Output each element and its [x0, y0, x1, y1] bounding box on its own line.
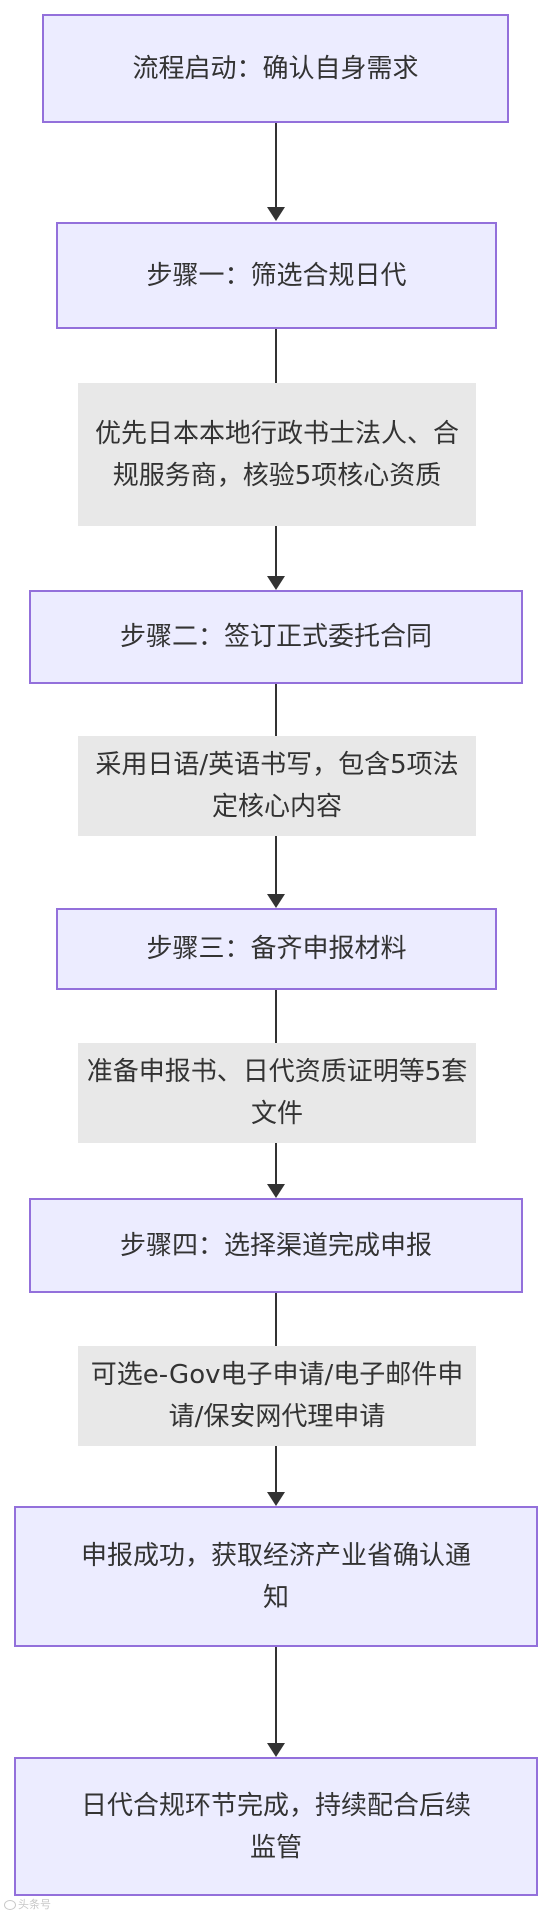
edge-label-materials: 准备申报书、日代资质证明等5套文件	[78, 1043, 476, 1143]
arrowhead-icon	[267, 894, 285, 908]
edge-success-end	[275, 1647, 277, 1747]
node-text: 步骤一：筛选合规日代	[146, 260, 407, 291]
node-text: 流程启动：确认自身需求	[132, 53, 419, 84]
arrowhead-icon	[267, 1492, 285, 1506]
flow-node-step4: 步骤四：选择渠道完成申报	[29, 1198, 523, 1293]
edge-label-text: 采用日语/英语书写，包含5项法定核心内容	[95, 750, 459, 822]
node-text: 步骤三：备齐申报材料	[146, 934, 407, 964]
edge-start-step1	[275, 123, 277, 209]
arrowhead-icon	[267, 1184, 285, 1198]
node-text: 步骤四：选择渠道完成申报	[119, 1230, 432, 1261]
edge-label-contract: 采用日语/英语书写，包含5项法定核心内容	[78, 736, 476, 836]
flow-node-success: 申报成功，获取经济产业省确认通知	[14, 1506, 538, 1647]
flow-node-step1: 步骤一：筛选合规日代	[56, 222, 497, 329]
edge-label-channels: 可选e-Gov电子申请/电子邮件申请/保安网代理申请	[78, 1346, 476, 1446]
edge-label-text: 优先日本本地行政书士法人、合规服务商，核验5项核心资质	[94, 418, 459, 491]
node-text: 日代合规环节完成，持续配合后续监管	[80, 1790, 471, 1863]
flow-node-end: 日代合规环节完成，持续配合后续监管	[14, 1757, 538, 1896]
arrowhead-icon	[267, 207, 285, 221]
edge-label-text: 准备申报书、日代资质证明等5套文件	[86, 1057, 468, 1129]
edge-label-qualification: 优先日本本地行政书士法人、合规服务商，核验5项核心资质	[78, 383, 476, 526]
watermark: 头条号	[4, 1896, 51, 1912]
node-text: 步骤二：签订正式委托合同	[119, 622, 432, 652]
edge-label-text: 可选e-Gov电子申请/电子邮件申请/保安网代理申请	[90, 1360, 464, 1432]
node-text: 申报成功，获取经济产业省确认通知	[80, 1540, 471, 1613]
flow-node-step3: 步骤三：备齐申报材料	[56, 908, 497, 990]
flow-node-start: 流程启动：确认自身需求	[42, 14, 509, 123]
arrowhead-icon	[267, 576, 285, 590]
logo-icon	[4, 1900, 16, 1910]
flow-node-step2: 步骤二：签订正式委托合同	[29, 590, 523, 684]
arrowhead-icon	[267, 1743, 285, 1757]
watermark-text: 头条号	[18, 1898, 51, 1911]
